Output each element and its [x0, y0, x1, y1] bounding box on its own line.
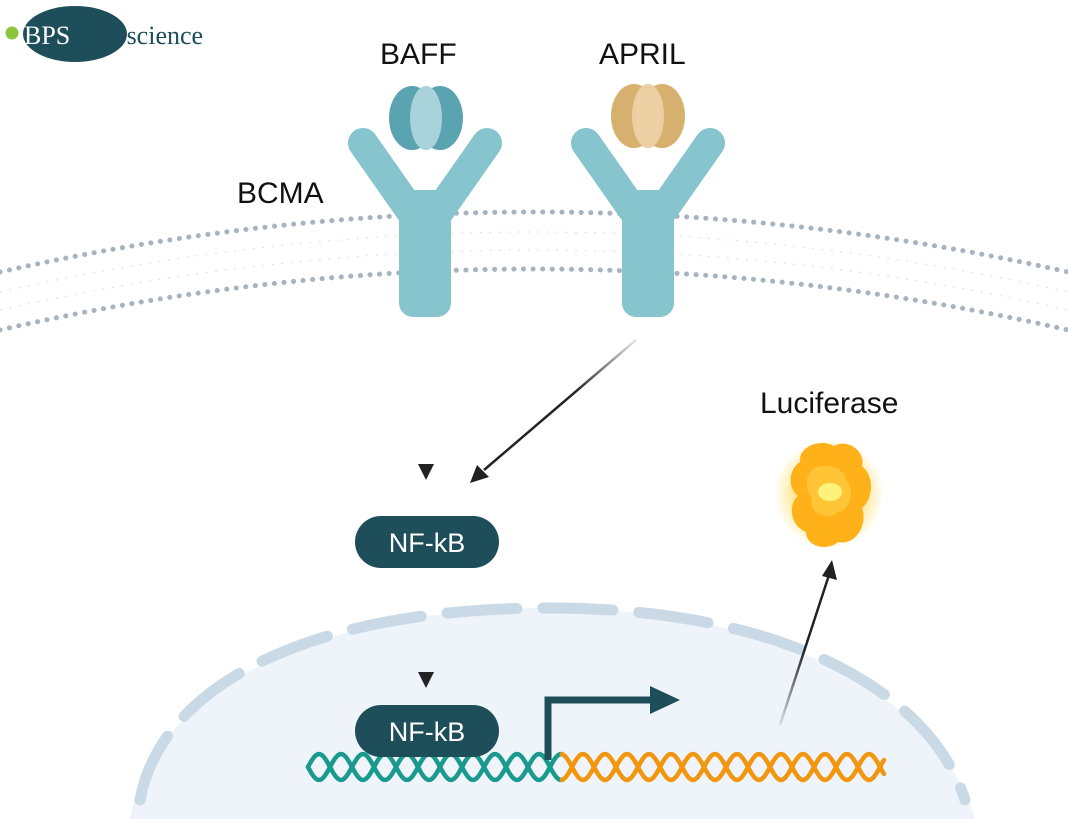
baff-ligand	[389, 86, 463, 150]
april-label: APRIL	[599, 38, 686, 71]
logo-badge	[23, 6, 127, 62]
logo-green-dot	[5, 26, 19, 40]
bcma-receptor-right	[571, 128, 725, 317]
april-ligand	[611, 84, 685, 148]
nfkb-cytoplasm-label: NF-kB	[389, 528, 466, 558]
logo-bioscience-text: Bioscience	[89, 21, 203, 50]
logo-bps-text: BPS	[24, 21, 70, 50]
arrow-baff-to-nfkb	[418, 350, 434, 480]
bcma-label: BCMA	[237, 177, 324, 210]
nucleus	[130, 607, 975, 819]
dna-response-element	[305, 751, 565, 783]
nfkb-nucleus-label: NF-kB	[389, 717, 466, 747]
arrow-gene-to-luciferase	[778, 560, 837, 726]
arrow-nfkb-translocation	[418, 592, 434, 688]
nfkb-cytoplasm-pill	[355, 516, 499, 568]
baff-label: BAFF	[380, 38, 457, 71]
luciferase-protein	[774, 439, 884, 549]
cell-membrane	[0, 209, 1068, 333]
dna-luciferase-gene	[559, 751, 887, 783]
membrane-outer-leaflet	[0, 209, 1068, 275]
company-logo: BPS Bioscience	[5, 6, 203, 62]
nfkb-nucleus: NF-kB	[355, 705, 499, 757]
dna-orange-strand-b	[559, 751, 887, 783]
promoter-arrow	[544, 686, 680, 760]
bcma-receptor-left	[348, 128, 502, 317]
nfkb-nucleus-pill	[355, 705, 499, 757]
dna-teal-strand-a	[305, 751, 565, 783]
nuclear-envelope	[134, 602, 971, 806]
arrow-april-to-nfkb	[470, 339, 637, 483]
nfkb-cytoplasm: NF-kB	[355, 516, 499, 568]
luciferase-label: Luciferase	[760, 387, 898, 420]
dna-teal-strand-b	[305, 751, 565, 783]
membrane-inner-leaflet	[0, 266, 1068, 333]
